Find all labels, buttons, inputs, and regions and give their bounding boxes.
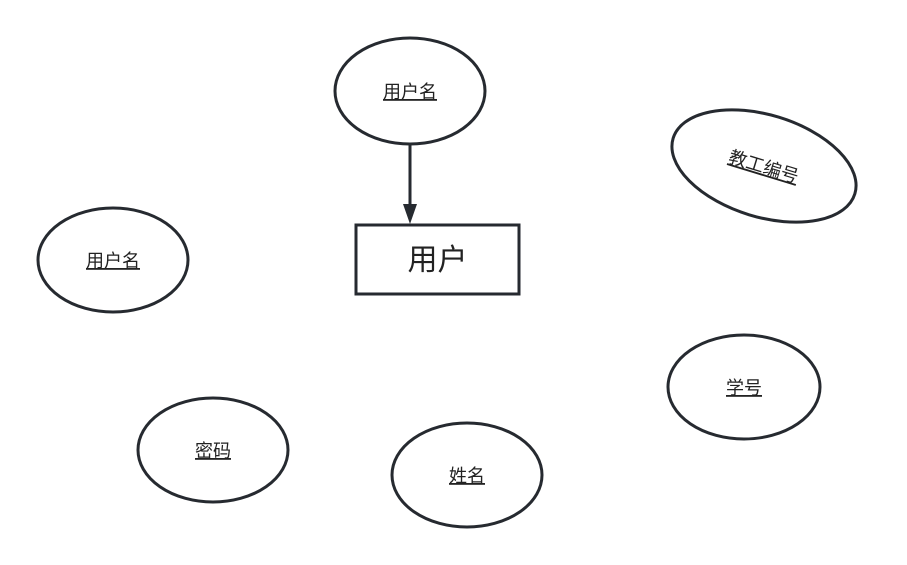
attribute-label: 学号: [726, 378, 762, 399]
attribute-student-number[interactable]: 学号: [666, 333, 822, 441]
attribute-username-top[interactable]: 用户名: [333, 36, 487, 146]
attribute-username-left[interactable]: 用户名: [36, 206, 190, 314]
attribute-label: 用户名: [383, 82, 437, 103]
entity-label: 用户: [408, 243, 468, 278]
attribute-label: 密码: [195, 441, 231, 462]
entity-user[interactable]: 用户: [354, 223, 521, 296]
attribute-password[interactable]: 密码: [136, 396, 290, 504]
attribute-label: 用户名: [86, 251, 140, 272]
relationship-arrow: [403, 145, 417, 224]
arrow-head-icon: [403, 204, 417, 224]
attribute-label: 姓名: [449, 466, 485, 487]
attribute-name[interactable]: 姓名: [390, 421, 544, 529]
attribute-staff-number[interactable]: 教工编号: [658, 89, 870, 242]
